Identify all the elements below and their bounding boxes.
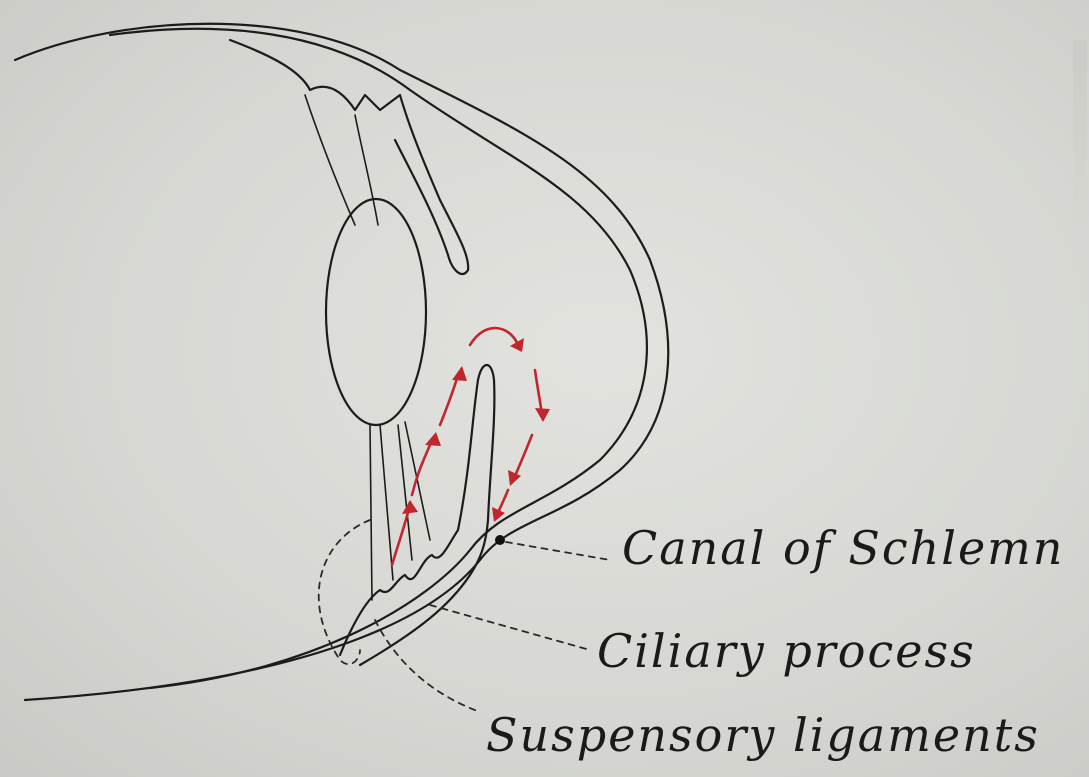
flow-arrow-3-head [452, 366, 467, 381]
label-ciliary-process: Ciliary process [597, 628, 976, 674]
sclera-inner-line [110, 29, 647, 688]
canal-leader [506, 542, 610, 560]
suspensory-fibres [370, 422, 430, 600]
ciliary-leader [430, 605, 590, 650]
canal-of-schlemm-dot [495, 535, 505, 545]
label-suspensory-ligaments: Suspensory ligaments [486, 712, 1040, 758]
suspensory-leader [375, 620, 480, 712]
ciliary-body [340, 365, 494, 665]
sclera-outer-line [15, 24, 668, 700]
label-canal-of-schlemn: Canal of Schlemn [622, 525, 1064, 571]
flow-arrow-5-head [535, 408, 550, 422]
flow-arrow-6-head [508, 470, 521, 486]
flow-arrow-1-head [402, 500, 418, 514]
iris-upper [230, 40, 468, 274]
flow-arrow-2-head [425, 432, 441, 446]
lens [326, 199, 426, 425]
flow-arrow-3 [440, 375, 458, 425]
flow-arrow-4 [470, 328, 518, 345]
iris-inner [305, 95, 378, 225]
flow-arrow-1 [392, 505, 410, 565]
flow-arrow-6 [514, 435, 532, 478]
paper-edge-mark [1073, 40, 1087, 240]
